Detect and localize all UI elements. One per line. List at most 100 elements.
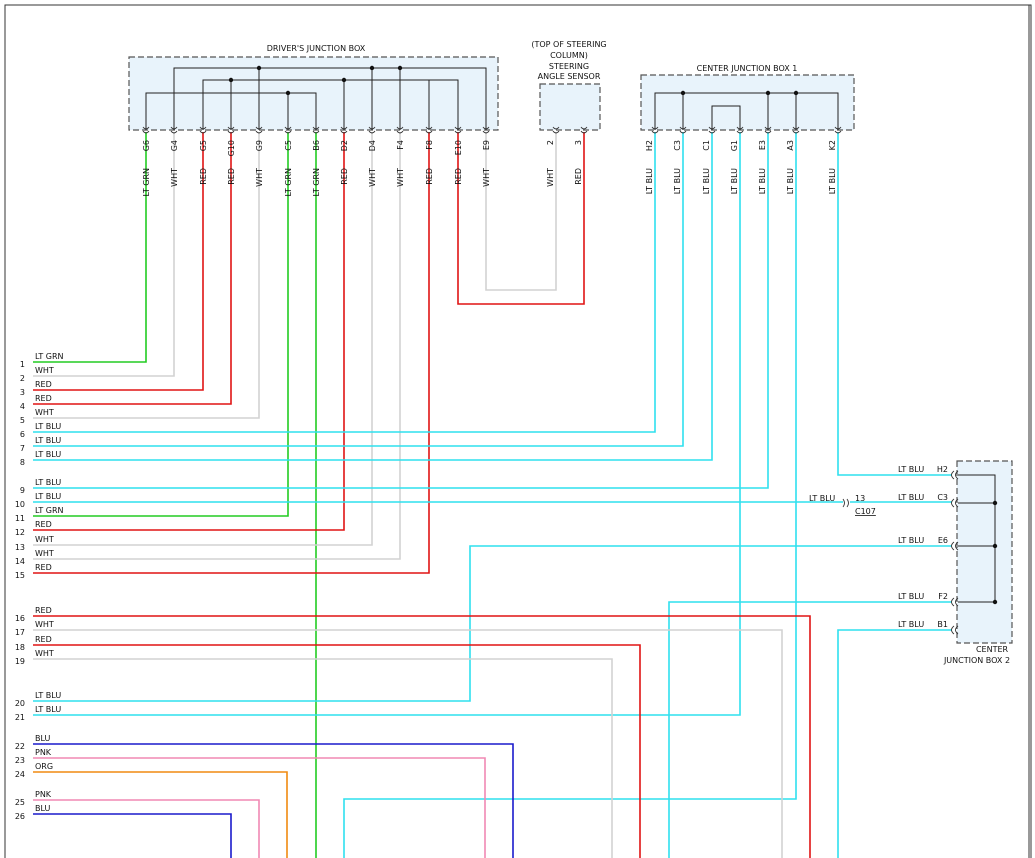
drivers-junction-box-title: DRIVER'S JUNCTION BOX (267, 44, 366, 53)
wire-row-23 (33, 757, 486, 858)
cjb1-pin-label: G1 (730, 140, 739, 151)
cjb1-wire-color: LT BLU (673, 168, 682, 194)
cjb1-wire-color: LT BLU (758, 168, 767, 194)
wire-color-label: RED (35, 563, 52, 572)
page-frame (4, 4, 1032, 858)
cjb1-pin-label: H2 (645, 140, 654, 151)
connector-pin-icon (951, 625, 959, 635)
connector-pin-icon (482, 126, 490, 134)
drivers-box-wire-color: RED (454, 168, 463, 185)
wire-color-label: LT BLU (35, 492, 61, 501)
wire-row-24 (33, 771, 288, 858)
drivers-box-wire-color: RED (340, 168, 349, 185)
cjb1-pin-label: K2 (828, 140, 837, 150)
drivers-box-pin-label: B6 (312, 140, 321, 151)
connector-pin-icon (284, 126, 292, 134)
wire-color-label: WHT (35, 535, 54, 544)
splice-dot (992, 599, 998, 605)
drivers-box-pin-label: D2 (340, 140, 349, 151)
connector-pin-icon (951, 470, 959, 480)
cjb2-wire-color: LT BLU (898, 592, 924, 601)
splice-dot (992, 543, 998, 549)
wire-color-label: WHT (35, 408, 54, 417)
connector-pin-icon (679, 126, 687, 134)
drivers-box-pin-label: G5 (199, 140, 208, 151)
connector-pin-icon (170, 126, 178, 134)
wire-G5 (33, 132, 204, 391)
cjb1-wire-color: LT BLU (786, 168, 795, 194)
wire-F8 (33, 132, 430, 574)
wire-G10 (33, 132, 232, 405)
wire-number-label: 20 (15, 699, 25, 708)
sensor-wire-color: RED (574, 168, 583, 185)
drivers-box-wire-color: LT GRN (142, 168, 151, 197)
wire-cjb2-F2 (668, 601, 952, 858)
wire-color-label: BLU (35, 804, 51, 813)
splice-dot (680, 90, 686, 96)
cjb1-wire-color: LT BLU (702, 168, 711, 194)
cjb1-pin-label: C3 (673, 140, 682, 151)
wire-color-label: WHT (35, 366, 54, 375)
wire-row-17 (33, 629, 783, 858)
splice-dot (256, 65, 262, 71)
cjb1-pin-label: A3 (786, 140, 795, 151)
wire-color-label: LT GRN (35, 506, 64, 515)
wire-cjb1-G1 (33, 132, 741, 716)
wire-color-label: WHT (35, 549, 54, 558)
c107-wire-color-label: LT BLU (809, 494, 835, 503)
wire-number-label: 3 (20, 388, 25, 397)
wire-number-label: 21 (15, 713, 25, 722)
connector-pin-icon (227, 126, 235, 134)
cjb2-pin-label: F2 (938, 592, 948, 601)
wire-cjb2-E6 (33, 545, 952, 702)
drivers-box-wire-color: LT GRN (284, 168, 293, 197)
drivers-box-pin-label: G4 (170, 140, 179, 151)
wire-number-label: 26 (15, 812, 25, 821)
wire-row-16 (33, 615, 811, 858)
connector-pin-icon (792, 126, 800, 134)
sensor-pin-label: 3 (574, 140, 583, 145)
connector-pin-icon (199, 126, 207, 134)
cjb2-title-line-2: JUNCTION BOX 2 (943, 656, 1010, 665)
cjb2-pin-label: H2 (937, 465, 948, 474)
cjb2-internal-bus (958, 474, 996, 603)
drivers-box-pin-label: E10 (454, 140, 463, 155)
sensor-wire-color: WHT (546, 168, 555, 187)
wire-row-18 (33, 644, 641, 858)
cjb1-pin-label: C1 (702, 140, 711, 151)
connector-pin-icon (425, 126, 433, 134)
wire-cjb1-C3 (33, 132, 684, 447)
drivers-box-pin-label: G6 (142, 140, 151, 151)
drivers-box-pin-label: F4 (396, 140, 405, 150)
splice-dot (992, 500, 998, 506)
c107-connector-icon (842, 498, 849, 508)
wire-color-label: RED (35, 635, 52, 644)
wire-color-label: RED (35, 394, 52, 403)
wire-number-label: 17 (15, 628, 25, 637)
sensor-pin-label: 2 (546, 140, 555, 145)
wire-cjb1-K2-to-cjb2-H2 (837, 132, 952, 476)
wire-G6 (33, 132, 147, 363)
wire-color-label: BLU (35, 734, 51, 743)
wire-C5 (33, 132, 289, 517)
center-junction-box-2 (956, 460, 1013, 644)
drivers-box-wire-color: RED (227, 168, 236, 185)
sensor-title-line-1: (TOP OF STEERING (531, 40, 606, 49)
drivers-box-wire-color: RED (425, 168, 434, 185)
wire-cjb1-C1 (33, 132, 713, 461)
wire-color-label: WHT (35, 620, 54, 629)
connector-pin-icon (951, 498, 959, 508)
cjb1-pin-label: E3 (758, 140, 767, 150)
wire-number-label: 9 (20, 486, 25, 495)
drivers-box-pin-label: G9 (255, 140, 264, 151)
wire-color-label: RED (35, 520, 52, 529)
wire-number-label: 5 (20, 416, 25, 425)
splice-dot (397, 65, 403, 71)
wire-number-label: 8 (20, 458, 25, 467)
connector-pin-icon (764, 126, 772, 134)
connector-pin-icon (368, 126, 376, 134)
wire-E10-to-sensor-3 (457, 132, 585, 305)
wire-row-19 (33, 658, 613, 858)
wires-layer (33, 132, 952, 858)
